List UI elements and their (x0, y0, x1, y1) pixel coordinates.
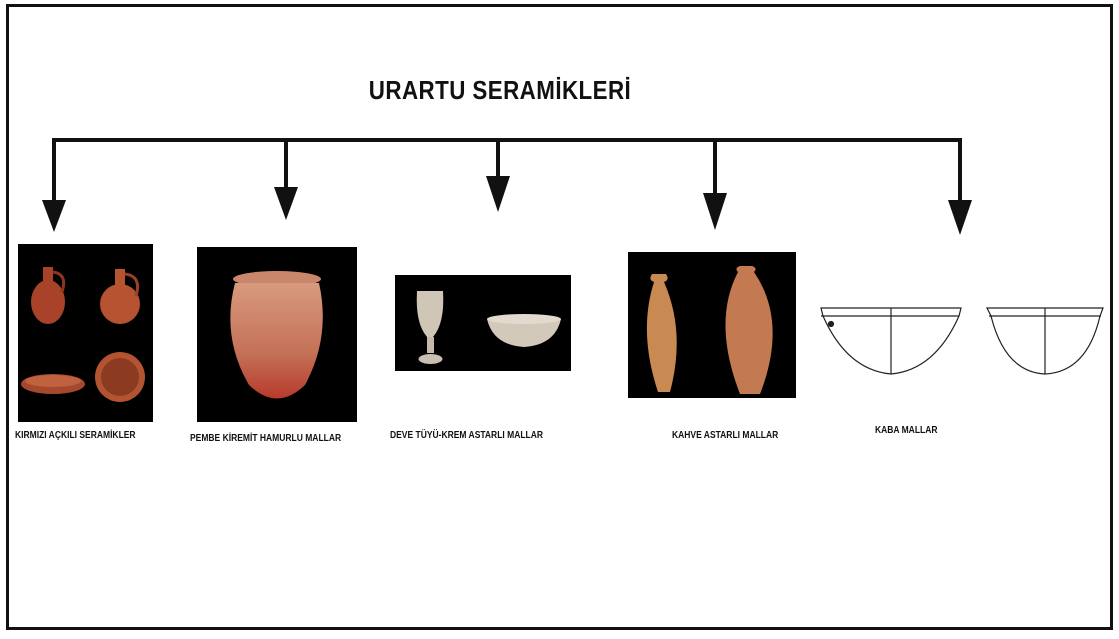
arrowhead-1 (42, 200, 66, 232)
caption-brown-slipped: KAHVE ASTARLI MALLAR (672, 430, 778, 441)
bowl-drawing-right (987, 308, 1103, 374)
photo-pink-tile-ware (197, 247, 357, 422)
goblet-stem (427, 337, 434, 353)
amphora-left (647, 274, 677, 392)
arrowhead-3 (486, 176, 510, 212)
pink-tile-jar-image (197, 247, 357, 422)
arrowhead-2 (274, 187, 298, 220)
caption-cream-slipped: DEVE TÜYÜ-KREM ASTARLI MALLAR (390, 430, 543, 441)
arrowhead-5 (948, 200, 972, 235)
cream-vessels-image (395, 275, 571, 371)
jug-right-body (100, 284, 140, 324)
photo-brown-slipped-ware (628, 252, 796, 398)
caption-coarse-ware: KABA MALLAR (875, 425, 937, 436)
arrowhead-4 (703, 193, 727, 230)
jug-right-neck (115, 269, 125, 289)
goblet-cup (417, 291, 444, 337)
jug-left-neck (43, 267, 53, 285)
bowl-drawing-left (821, 308, 961, 374)
jug-left-body (31, 280, 65, 324)
photo-cream-slipped-ware (395, 275, 571, 371)
red-burnished-vessels-image (18, 244, 153, 422)
caption-pink-tile: PEMBE KİREMİT HAMURLU MALLAR (190, 433, 341, 444)
caption-red-burnished: KIRMIZI AÇKILI SERAMİKLER (15, 430, 136, 441)
photo-red-burnished-ceramics (18, 244, 153, 422)
jar-body (230, 283, 322, 399)
brown-amphorae-image (628, 252, 796, 398)
amphora-right (725, 266, 772, 394)
coarse-ware-drawings (815, 300, 1110, 390)
goblet-foot (419, 354, 443, 364)
